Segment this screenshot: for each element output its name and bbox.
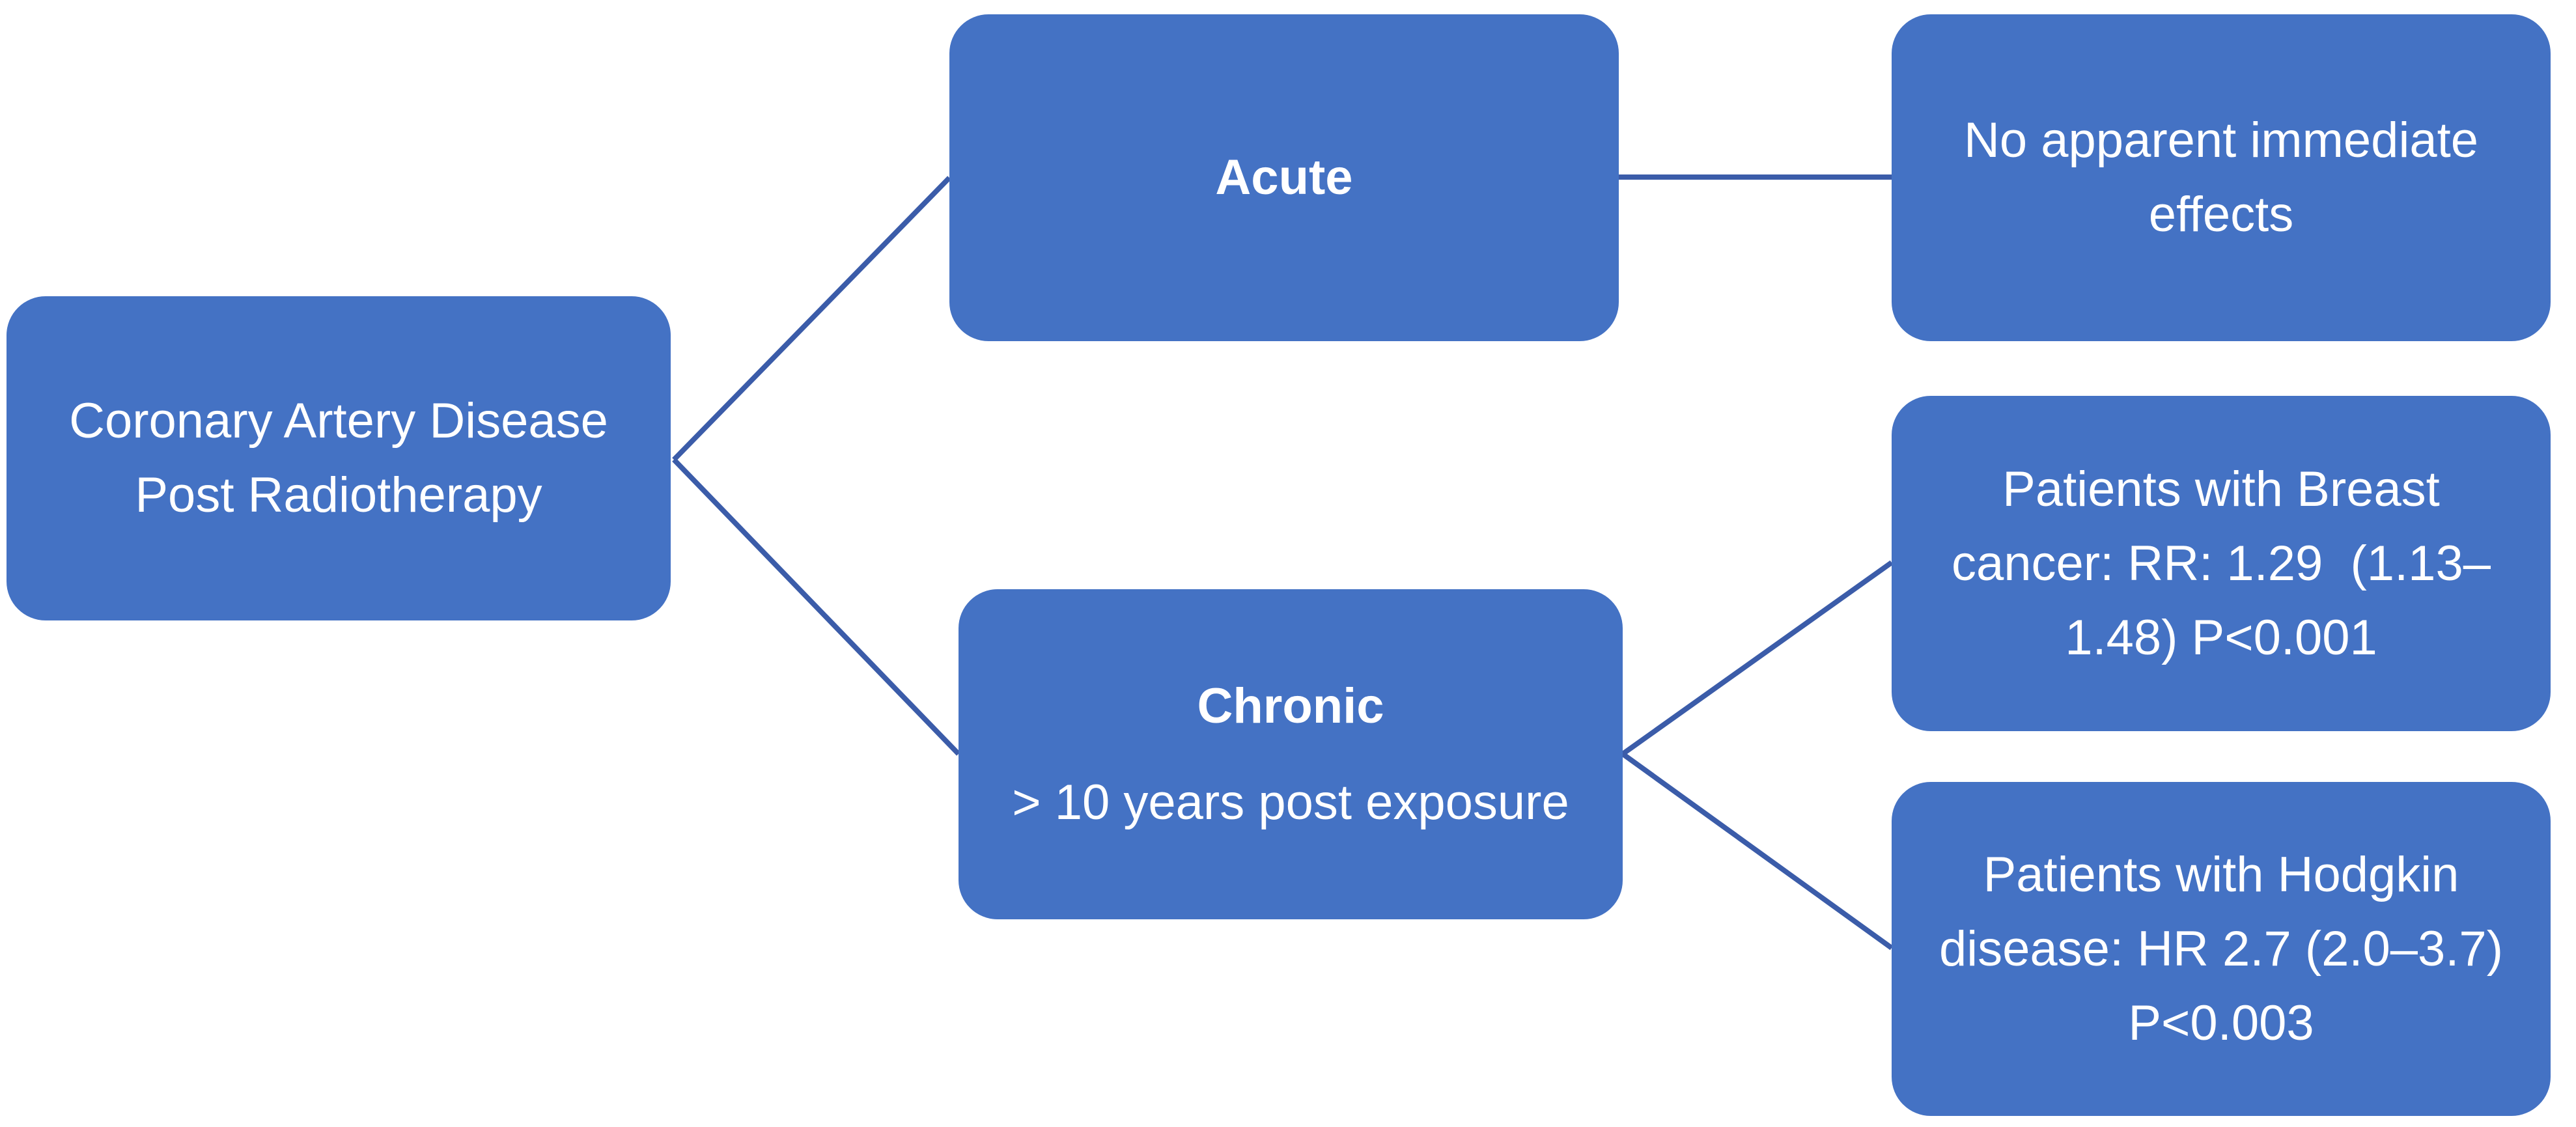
node-hodgkin-outcome: Patients with Hodgkin disease: HR 2.7 (2… [1892, 782, 2551, 1116]
connector-chronic-to-breast [1621, 560, 1894, 757]
node-acute: Acute [949, 14, 1619, 341]
node-breast-outcome: Patients with Breast cancer: RR: 1.29 (1… [1892, 396, 2551, 731]
node-root: Coronary Artery Disease Post Radiotherap… [7, 296, 671, 620]
node-chronic-label: Chronic [1197, 678, 1384, 734]
node-acute-label: Acute [1215, 150, 1353, 205]
connector-root-to-chronic [672, 458, 960, 756]
node-hodgkin-outcome-label: Patients with Hodgkin disease: HR 2.7 (2… [1939, 846, 2504, 1051]
node-root-label: Coronary Artery Disease Post Radiotherap… [69, 393, 608, 523]
node-breast-outcome-label: Patients with Breast cancer: RR: 1.29 (1… [1952, 461, 2491, 665]
node-acute-outcome: No apparent immediate effects [1892, 14, 2551, 341]
node-chronic-subtext: > 10 years post exposure [1012, 774, 1569, 830]
connector-chronic-to-hodgkin [1621, 751, 1894, 951]
connector-root-to-acute [672, 176, 951, 462]
node-chronic: Chronic > 10 years post exposure [959, 589, 1623, 919]
node-acute-outcome-label: No apparent immediate effects [1964, 113, 2478, 242]
